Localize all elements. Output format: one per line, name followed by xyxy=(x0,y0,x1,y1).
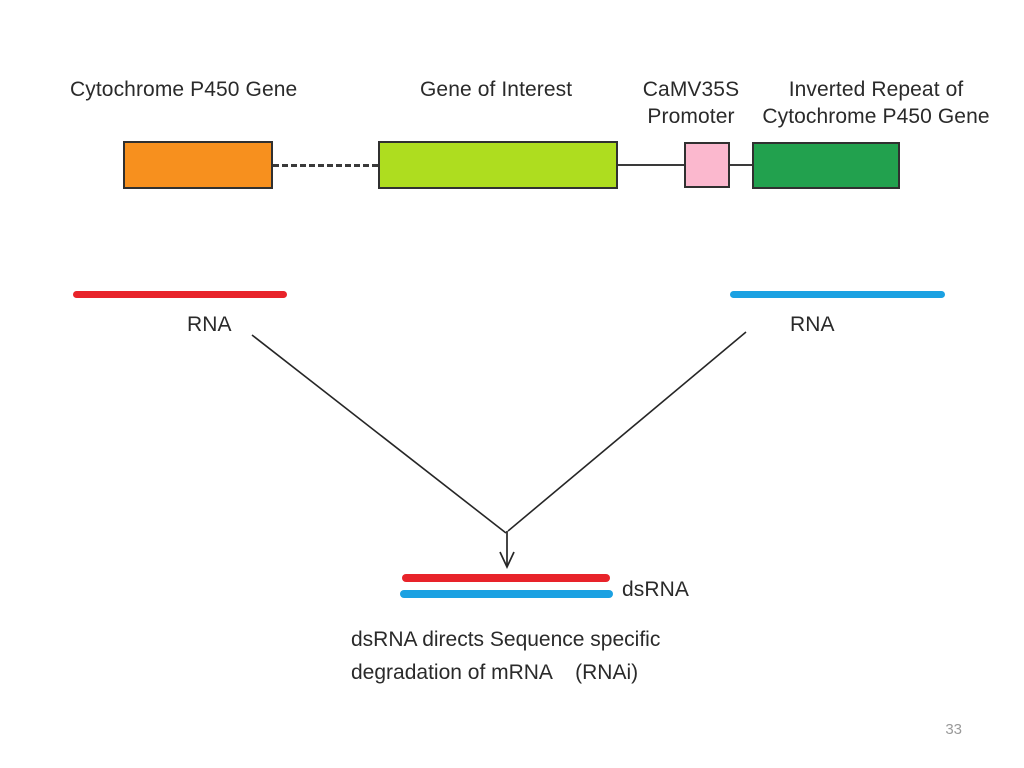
diagonal-line-left xyxy=(251,334,507,534)
dashed-connector xyxy=(273,164,378,167)
solid-connector-1 xyxy=(618,164,684,166)
label-dsrna: dsRNA xyxy=(622,578,690,601)
solid-connector-2 xyxy=(730,164,752,166)
dsrna-bottom-strand xyxy=(400,590,613,598)
rna-strand-right xyxy=(730,291,945,298)
caption-line-1: dsRNA directs Sequence specific xyxy=(351,628,661,651)
dsrna-top-strand xyxy=(402,574,610,582)
diagonal-line-right xyxy=(507,331,747,532)
caption-line-2: degradation of mRNA (RNAi) xyxy=(351,661,639,684)
gene-box-gene-of-interest xyxy=(378,141,618,189)
rna-strand-left xyxy=(73,291,287,298)
gene-box-camv35s-promoter xyxy=(684,142,730,188)
arrow-head xyxy=(499,551,515,570)
page-number: 33 xyxy=(945,721,962,738)
label-rna-left: RNA xyxy=(187,313,232,336)
label-gene-of-interest: Gene of Interest xyxy=(420,78,573,101)
gene-box-cytochrome-p450 xyxy=(123,141,273,189)
label-cytochrome-p450-gene: Cytochrome P450 Gene xyxy=(70,78,298,101)
gene-box-inverted-repeat xyxy=(752,142,900,189)
label-rna-right: RNA xyxy=(790,313,835,336)
